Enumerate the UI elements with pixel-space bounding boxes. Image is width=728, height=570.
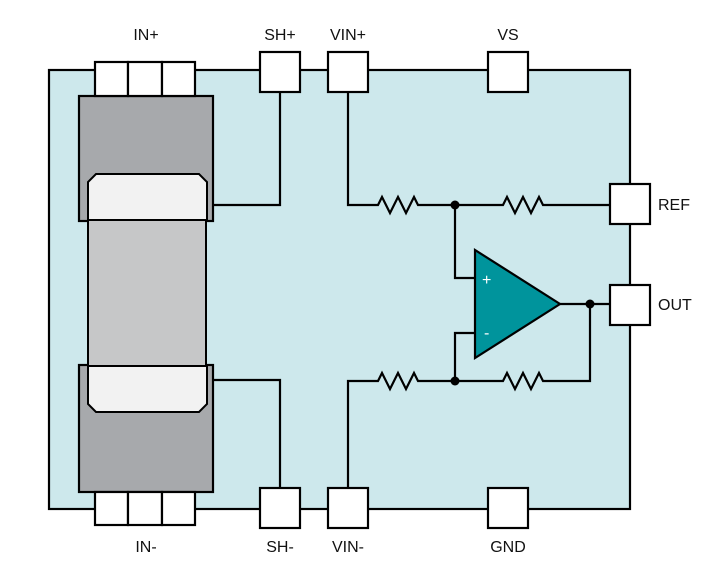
vin-plus-label: VIN+	[330, 27, 366, 44]
sh-minus-pin	[258, 486, 302, 530]
minus-input-trace	[453, 331, 475, 381]
out-pin	[608, 283, 652, 327]
plus-input-trace	[453, 205, 475, 280]
ref-pin	[608, 182, 652, 226]
junction-dot	[450, 200, 460, 210]
resistor-r4	[497, 370, 547, 392]
in-plus-pins	[93, 60, 197, 98]
junction-dot	[450, 376, 460, 386]
op-amp: + -	[473, 247, 563, 361]
feedback-trace	[547, 304, 592, 383]
out-label: OUT	[658, 297, 692, 314]
resistor-r1	[372, 194, 422, 216]
sh-minus-trace	[213, 378, 282, 488]
vin-minus-trace	[346, 379, 372, 488]
gnd-label: GND	[490, 539, 526, 556]
sh-minus-label: SH-	[266, 539, 294, 556]
junction-dot	[585, 299, 595, 309]
vin-plus-pin	[326, 50, 370, 94]
shunt-cap-bottom	[87, 365, 208, 413]
gnd-pin	[486, 486, 530, 530]
in-plus-label: IN+	[133, 27, 158, 44]
shunt-resistor	[77, 94, 215, 494]
sh-plus-label: SH+	[264, 27, 296, 44]
op-amp-minus-sign: -	[484, 325, 489, 342]
in-minus-label: IN-	[135, 539, 156, 556]
op-amp-triangle	[473, 247, 563, 361]
vs-label: VS	[497, 27, 518, 44]
in-minus-pins	[93, 490, 197, 527]
sh-plus-trace	[213, 92, 282, 207]
vin-minus-pin	[326, 486, 370, 530]
sh-plus-pin	[258, 50, 302, 94]
op-amp-plus-sign: +	[482, 272, 491, 289]
vin-plus-trace	[346, 92, 372, 207]
vs-pin	[486, 50, 530, 94]
ref-label: REF	[658, 197, 690, 214]
resistor-r2	[497, 194, 547, 216]
resistor-r3	[372, 370, 422, 392]
shunt-center	[87, 214, 207, 371]
shunt-cap-top	[87, 173, 208, 221]
internal-wiring	[213, 92, 610, 488]
vin-minus-label: VIN-	[332, 539, 364, 556]
